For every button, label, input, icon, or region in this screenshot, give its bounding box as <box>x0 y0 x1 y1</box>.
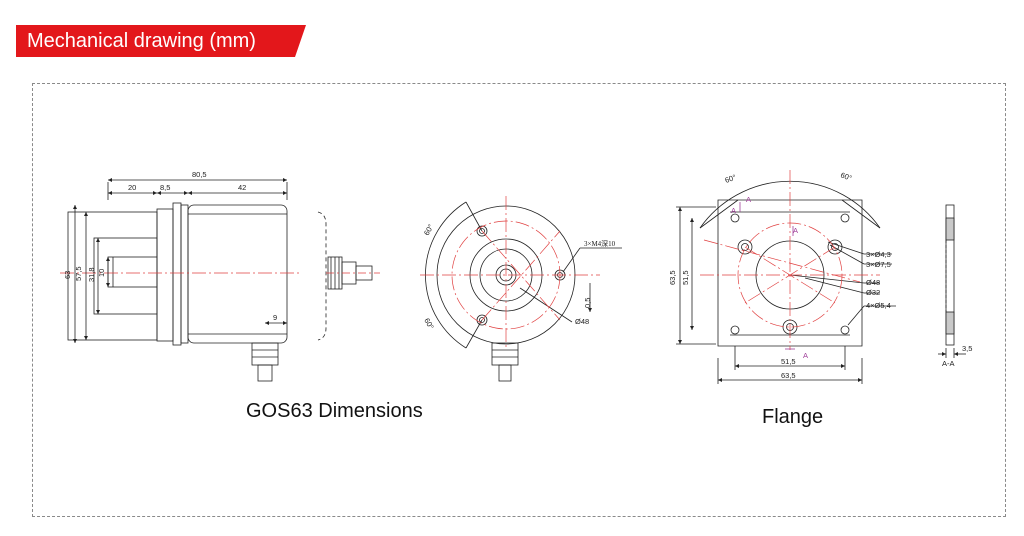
dim-width-inner: 51,5 <box>781 357 796 366</box>
side-view <box>60 178 380 382</box>
section-markers <box>739 202 795 350</box>
front-view <box>425 201 622 382</box>
front-view-centerlines <box>420 196 600 350</box>
dim-body-section: 42 <box>238 183 246 192</box>
dim-holes-small: 3×Ø4,3 <box>866 250 891 259</box>
side-view-labels: 80,5 20 8,5 42 63 57,5 31,8 10 9 <box>63 170 277 322</box>
dim-angle-top: 60° <box>422 223 435 237</box>
dim-angle-left: 60° <box>724 173 738 185</box>
dim-circle-48: Ø48 <box>866 278 880 287</box>
dim-offset: 0,5 <box>583 298 592 308</box>
dim-outer-diameter: 63 <box>63 271 72 279</box>
section-mark-1: A <box>746 195 751 204</box>
caption-flange: Flange <box>762 406 824 428</box>
dim-pilot-diameter: 57,5 <box>74 266 83 281</box>
dim-holes-cbore: 3×Ø7,5 <box>866 260 891 269</box>
dim-height-outer: 63,5 <box>668 270 677 285</box>
section-a-a <box>938 204 966 358</box>
thread-note: 3×M4深10 <box>584 239 616 248</box>
dim-width-outer: 63,5 <box>781 371 796 380</box>
dim-angle-bottom: 60° <box>422 317 435 331</box>
dim-connector-offset: 9 <box>273 313 277 322</box>
section-header: Mechanical drawing (mm) <box>16 25 306 57</box>
section-labels: 3,5 A-A <box>942 344 972 368</box>
header-tab-shape <box>16 25 306 57</box>
section-label: A-A <box>942 359 955 368</box>
dim-overall-length: 80,5 <box>192 170 207 179</box>
front-view-labels: 60° 60° 3×M4深10 0,5 Ø48 <box>422 223 616 331</box>
dim-bolt-circle: Ø48 <box>575 317 589 326</box>
section-mark-2: A <box>731 206 736 215</box>
dim-height-inner: 51,5 <box>681 270 690 285</box>
drawing-frame <box>32 83 1006 517</box>
section-title: Mechanical drawing (mm) <box>27 30 256 52</box>
flange-centerlines <box>700 170 880 350</box>
dim-circle-32: Ø32 <box>866 288 880 297</box>
dim-hub-diameter: 31,8 <box>87 267 96 282</box>
dim-shaft-diameter: 10 <box>97 269 106 277</box>
section-mark-4: A <box>803 351 808 360</box>
dim-holes-corner: 4×Ø5,4 <box>866 301 891 310</box>
flange-labels: 60° 60° A A A A 63,5 51,5 51,5 63,5 3×Ø4… <box>668 170 891 380</box>
caption-dimensions: GOS63 Dimensions <box>246 400 423 422</box>
dim-angle-right: 60° <box>839 170 853 182</box>
section-mark-3: A <box>793 226 798 235</box>
dim-section-thickness: 3,5 <box>962 344 972 353</box>
dim-clamp-section: 8,5 <box>160 183 170 192</box>
flange-view <box>676 180 896 384</box>
dim-shaft-section: 20 <box>128 183 136 192</box>
